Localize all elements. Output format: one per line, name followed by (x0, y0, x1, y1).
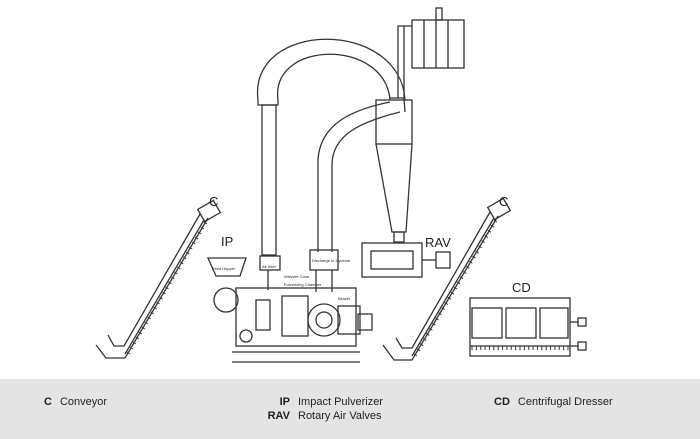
blower-label: Blower (338, 296, 351, 301)
legend-text: Conveyor (59, 396, 108, 408)
tick-mark (478, 245, 482, 249)
tick-mark (422, 338, 427, 341)
tick-mark (144, 321, 149, 325)
tick-mark (182, 256, 187, 260)
discharge-label: Discharge to Cyclone (312, 258, 351, 263)
tick-mark (429, 327, 433, 331)
tick-mark (168, 281, 172, 285)
tick-mark (135, 336, 140, 340)
conveyor-right-label: C (499, 194, 508, 209)
tick-mark (191, 241, 196, 245)
tick-mark (472, 255, 476, 259)
tick-mark (197, 231, 202, 235)
tick-mark (180, 261, 184, 265)
legend-item-impact-pulverizer: IP Impact Pulverizer (266, 395, 383, 409)
legend-item-centrifugal-dresser: CD Centrifugal Dresser (494, 395, 613, 409)
tick-mark (469, 260, 473, 264)
conveyor-right (382, 197, 512, 361)
legend-abbr: C (44, 396, 52, 408)
legend-text: Impact Pulverizer (298, 396, 383, 408)
dresser-ticks (471, 346, 569, 350)
legend-text: Centrifugal Dresser (517, 396, 613, 408)
tick-mark (435, 317, 439, 321)
tick-mark (129, 346, 134, 350)
tick-mark (484, 235, 489, 238)
legend-item-rotary-air-valves: RAV Rotary Air Valves (266, 409, 382, 423)
tick-mark (450, 291, 455, 295)
rotary-air-valve-label: RAV (425, 235, 451, 250)
tick-mark (438, 312, 442, 316)
tick-mark (416, 348, 421, 352)
legend-text: Rotary Air Valves (298, 410, 382, 422)
tick-mark (493, 219, 498, 223)
tick-mark (419, 343, 424, 347)
tick-mark (447, 296, 452, 300)
conveyor-left (95, 199, 222, 359)
feed-hopper-label: Feed Hopper (212, 266, 236, 271)
tick-mark (456, 281, 461, 285)
air-inlet-label: Air Inlet (262, 264, 276, 269)
dust-collector (397, 7, 465, 98)
tick-mark (453, 286, 458, 290)
legend-item-conveyor: C Conveyor (44, 395, 107, 409)
tick-mark (462, 271, 467, 274)
legend-abbr: IP (279, 396, 290, 408)
impact-pulverizer (206, 249, 373, 363)
tick-mark (188, 246, 193, 250)
tick-mark (441, 307, 445, 311)
tick-mark (138, 331, 143, 335)
tick-mark (177, 266, 181, 270)
tick-mark (203, 221, 208, 225)
process-diagram: C C IP RAV CD Feed Hopper Air Inlet Whiz… (95, 7, 587, 363)
cyclone (317, 99, 413, 252)
centrifugal-dresser-label: CD (512, 280, 531, 295)
conveyor-left-ticks (126, 221, 208, 355)
tick-mark (132, 341, 137, 345)
legend: C Conveyor IP Impact Pulverizer RAV Rotary … (0, 379, 700, 439)
tick-mark (466, 265, 470, 269)
conveyor-right-ticks (413, 219, 498, 357)
impact-pulverizer-label: IP (221, 234, 233, 249)
centrifugal-dresser (469, 297, 587, 357)
tick-mark (487, 229, 492, 233)
tick-mark (200, 226, 205, 230)
pulverizing-chamber-label: Pulverizing Chamber (284, 282, 322, 287)
air-duct (257, 38, 406, 256)
whizzer-cone-label: Whizzer Cone (284, 274, 310, 279)
tick-mark (171, 276, 175, 280)
tick-mark (165, 286, 169, 290)
tick-mark (432, 322, 436, 326)
tick-mark (444, 302, 449, 305)
conveyor-left-label: C (209, 194, 218, 209)
rotary-air-valve (361, 242, 451, 278)
tick-mark (475, 250, 479, 254)
tick-mark (159, 296, 163, 300)
tick-mark (126, 351, 131, 355)
legend-abbr: RAV (267, 410, 290, 422)
tick-mark (156, 301, 160, 305)
tick-mark (185, 251, 190, 255)
tick-mark (413, 353, 418, 357)
tick-mark (426, 332, 430, 336)
tick-mark (490, 224, 495, 228)
tick-mark (174, 271, 178, 275)
tick-mark (194, 236, 199, 240)
tick-mark (481, 240, 485, 244)
tick-mark (153, 306, 157, 310)
tick-mark (141, 326, 146, 330)
tick-mark (147, 316, 152, 320)
tick-mark (459, 276, 464, 280)
tick-mark (150, 311, 154, 315)
tick-mark (162, 291, 166, 295)
legend-abbr: CD (494, 396, 510, 408)
